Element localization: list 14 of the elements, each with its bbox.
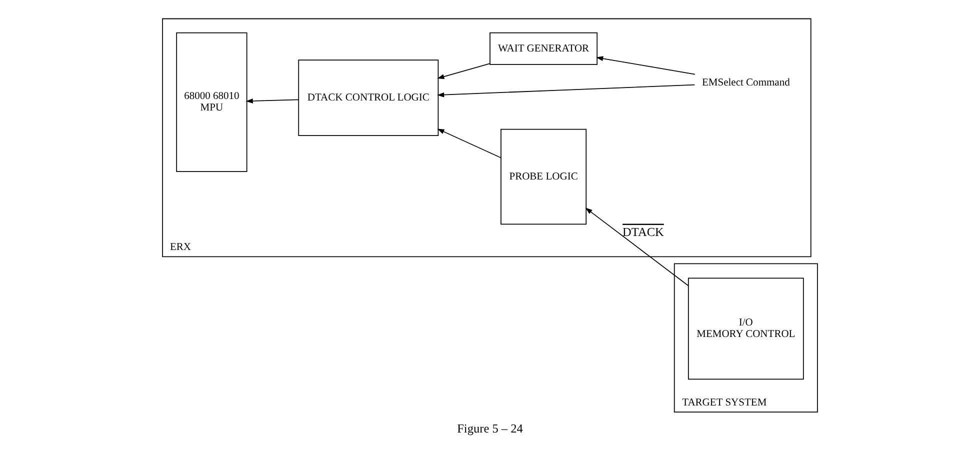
edge-label: DTACK xyxy=(622,224,664,239)
caption: Figure 5 – 24 xyxy=(456,421,522,436)
arrow xyxy=(436,128,501,158)
node-box: DTACK CONTROL LOGIC xyxy=(298,60,438,136)
arrow xyxy=(436,84,695,98)
arrow xyxy=(436,63,490,79)
node-box: WAIT GENERATOR xyxy=(489,32,598,65)
arrow xyxy=(596,56,695,75)
node-box: 68000 68010 MPU xyxy=(176,32,247,172)
arrow xyxy=(245,98,298,104)
node-text: EMSelect Command xyxy=(701,78,790,89)
arrow xyxy=(584,208,688,286)
node-box: I/O MEMORY CONTROL xyxy=(687,278,804,380)
node-box: PROBE LOGIC xyxy=(500,128,586,225)
